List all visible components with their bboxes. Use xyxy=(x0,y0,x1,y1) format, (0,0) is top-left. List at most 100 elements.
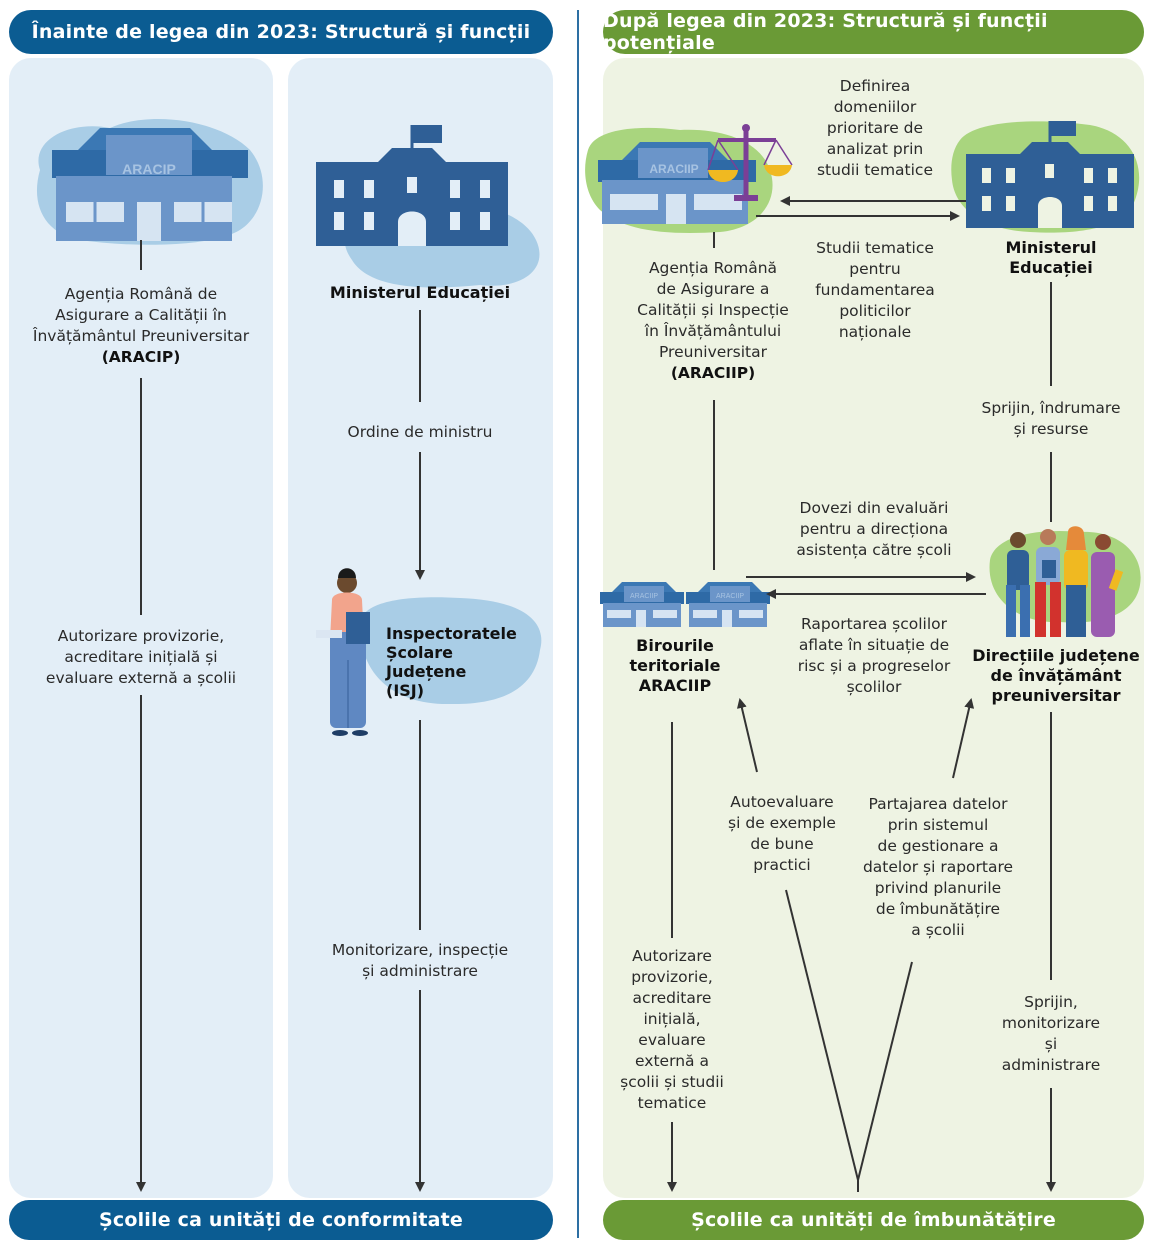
data-sharing-line: Partajarea datelor xyxy=(868,795,1008,813)
offices-flow-line: acreditare xyxy=(632,989,712,1007)
right-footer-text: Școlile ca unități de îmbunătățire xyxy=(691,1209,1056,1231)
offices-flow-line: evaluare xyxy=(638,1031,706,1049)
aracip-flow-label: Autorizare provizorie, acreditare iniția… xyxy=(20,626,262,689)
mid-flow-line: pentru xyxy=(849,260,901,278)
ministry-support-line: Sprijin, îndrumare xyxy=(981,399,1121,417)
self-evaluation-line: de bune xyxy=(750,835,814,853)
self-evaluation-line: practici xyxy=(753,856,811,874)
ministry-flow-label: Ordine de ministru xyxy=(347,423,493,441)
reporting-label: Raportarea școlilor aflate în situație d… xyxy=(782,614,966,698)
self-evaluation-label: Autoevaluare și de exemple de bune pract… xyxy=(712,792,852,876)
right-aracip-building-text: ARACIIP xyxy=(649,162,698,176)
aracip-label-line: Asigurare a Calității în xyxy=(55,306,227,324)
directorates-flow-line: monitorizare xyxy=(1001,1014,1101,1032)
aracip-label-line: Învățământul Preuniversitar xyxy=(32,327,250,345)
right-aracip-acronym: (ARACIIP) xyxy=(670,364,756,382)
ministry-support-label: Sprijin, îndrumare și resurse xyxy=(966,398,1136,440)
right-aracip-label: Agenția Română de Asigurare a Calității … xyxy=(618,258,808,384)
mid-flow-line: naționale xyxy=(838,323,912,341)
directorates-label-line: Direcțiile județene xyxy=(972,646,1140,665)
section-divider xyxy=(577,10,579,1238)
mid-flow-label: Studii tematice pentru fundamentarea pol… xyxy=(790,238,960,343)
aracip-flow-line: acreditare inițială și xyxy=(64,648,218,666)
directorates-flow-line: administrare xyxy=(1001,1056,1101,1074)
isj-person-icon xyxy=(316,568,542,736)
top-flow-label: Definirea domeniilor prioritare de anali… xyxy=(790,76,960,181)
aracip-label-acronym: (ARACIP) xyxy=(101,348,181,366)
mid-flow-line: Studii tematice xyxy=(816,239,934,257)
data-sharing-line: de gestionare a xyxy=(877,837,999,855)
evidence-label: Dovezi din evaluări pentru a direcționa … xyxy=(782,498,966,561)
self-evaluation-line: Autoevaluare xyxy=(730,793,834,811)
directorates-flow-line: și xyxy=(1044,1035,1058,1053)
top-flow-line: studii tematice xyxy=(816,161,933,179)
left-header-text: Înainte de legea din 2023: Structură și … xyxy=(31,21,531,43)
isj-label-line: Județene xyxy=(386,662,467,681)
mid-flow-line: fundamentarea xyxy=(815,281,935,299)
directorates-label-line: de învățământ xyxy=(990,666,1122,685)
isj-label-line: Inspectoratele xyxy=(386,624,517,643)
offices-flow-line: provizorie, xyxy=(631,968,713,986)
directorates-label-line: preuniversitar xyxy=(991,686,1121,705)
top-flow-line: domeniilor xyxy=(833,98,917,116)
top-flow-line: analizat prin xyxy=(826,140,924,158)
offices-flow-line: Autorizare xyxy=(632,947,712,965)
data-sharing-line: de îmbunătățire xyxy=(875,900,1001,918)
directorates-label: Direcțiile județene de învățământ preuni… xyxy=(966,646,1146,706)
directorates-people-icon xyxy=(989,526,1141,637)
isj-label-line: Școlare xyxy=(386,643,454,662)
offices-flow-line: tematice xyxy=(637,1094,707,1112)
offices-flow-line: inițială, xyxy=(643,1010,701,1028)
top-flow-line: Definirea xyxy=(839,77,911,95)
left-header: Înainte de legea din 2023: Structură și … xyxy=(9,10,553,54)
offices-label-line: Birourile xyxy=(636,636,714,655)
right-aracip-label-line: Agenția Română xyxy=(648,259,778,277)
offices-flow-line: externă a xyxy=(635,1052,709,1070)
data-sharing-label: Partajarea datelor prin sistemul de gest… xyxy=(848,794,1028,941)
right-aracip-label-line: de Asigurare a xyxy=(656,280,770,298)
left-footer-text: Școlile ca unități de conformitate xyxy=(98,1209,464,1231)
aracip-building-icon: ARACIP xyxy=(36,119,263,245)
reporting-line: aflate în situație de xyxy=(798,636,950,654)
ministry-label: Ministerul Educației xyxy=(329,283,511,302)
offices-flow-line: școlii și studii xyxy=(620,1073,724,1091)
evidence-line: asistența către școli xyxy=(796,541,952,559)
right-aracip-label-line: Calității și Inspecție xyxy=(637,301,789,319)
data-sharing-line: a școlii xyxy=(911,921,965,939)
evidence-line: Dovezi din evaluări xyxy=(799,499,949,517)
office-building-text-2: ARACIIP xyxy=(716,593,744,600)
aracip-scale-building-icon: ARACIIP xyxy=(585,124,793,233)
right-header: După legea din 2023: Structură și funcți… xyxy=(603,10,1144,54)
aracip-label-line: Agenția Română de xyxy=(64,285,218,303)
right-ministry-label-line: Educației xyxy=(1009,258,1093,277)
aracip-building-text: ARACIP xyxy=(122,161,176,177)
right-ministry-label-line: Ministerul xyxy=(1005,238,1097,257)
reporting-line: Raportarea școlilor xyxy=(800,615,948,633)
directorates-flow-line: Sprijin, xyxy=(1024,993,1078,1011)
right-ministry-building-icon xyxy=(951,121,1140,233)
isj-flow-line: și administrare xyxy=(362,962,478,980)
offices-flow-label: Autorizare provizorie, acreditare iniția… xyxy=(612,946,732,1114)
right-aracip-label-line: în Învățământului xyxy=(644,322,782,340)
evidence-line: pentru a direcționa xyxy=(799,520,949,538)
isj-label-line: (ISJ) xyxy=(386,681,425,700)
self-evaluation-line: și de exemple xyxy=(728,814,836,832)
isj-label: Inspectoratele Școlare Județene (ISJ) xyxy=(386,624,536,700)
data-sharing-line: prin sistemul xyxy=(887,816,989,834)
territorial-offices-icon: ARACIIP ARACIIP xyxy=(600,582,770,627)
office-building-text-1: ARACIIP xyxy=(630,593,658,600)
aracip-flow-line: Autorizare provizorie, xyxy=(57,627,225,645)
reporting-line: risc și a progreselor xyxy=(797,657,951,675)
ministry-building-icon xyxy=(316,125,540,288)
ministry-support-line: și resurse xyxy=(1013,420,1089,438)
offices-label-line: teritoriale xyxy=(629,656,721,675)
offices-label: Birourile teritoriale ARACIIP xyxy=(600,636,750,696)
right-header-text: După legea din 2023: Structură și funcți… xyxy=(603,10,1048,54)
top-flow-line: prioritare de xyxy=(826,119,924,137)
right-footer: Școlile ca unități de îmbunătățire xyxy=(603,1200,1144,1240)
isj-flow-line: Monitorizare, inspecție xyxy=(331,941,509,959)
left-footer: Școlile ca unități de conformitate xyxy=(9,1200,553,1240)
aracip-flow-line: evaluare externă a școlii xyxy=(45,669,237,687)
offices-label-line: ARACIIP xyxy=(638,676,712,695)
